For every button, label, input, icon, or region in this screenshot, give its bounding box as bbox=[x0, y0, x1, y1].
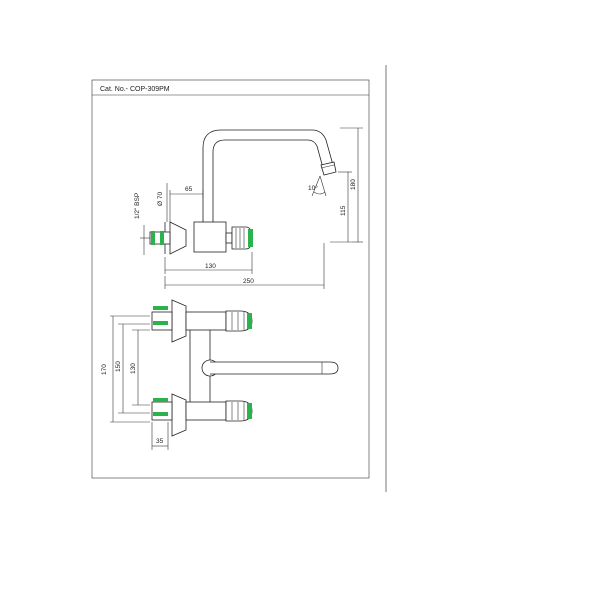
inlet-marker-green bbox=[151, 231, 155, 245]
dim-overall-height: 180 bbox=[350, 179, 357, 190]
handle-marker-green bbox=[248, 229, 253, 247]
aerator bbox=[320, 161, 337, 176]
front-valve-top bbox=[185, 311, 227, 331]
handle-stem bbox=[225, 232, 233, 244]
front-valve-bottom bbox=[185, 401, 227, 421]
dim-spout-angle: 10° bbox=[308, 184, 318, 192]
dim-thread: 1/2" BSP bbox=[134, 193, 141, 219]
handle-marker-green bbox=[247, 403, 252, 419]
connector-marker-green bbox=[153, 321, 168, 325]
front-spout bbox=[210, 361, 339, 375]
spout-outer bbox=[202, 129, 334, 222]
dim-body-offset: 65 bbox=[185, 186, 193, 193]
front-flange-top bbox=[171, 299, 187, 343]
connector-marker-green bbox=[153, 306, 168, 310]
dim-connector-width: 35 bbox=[156, 438, 164, 445]
connector-marker-green bbox=[153, 412, 168, 416]
tap-body bbox=[193, 221, 227, 253]
dim-center-inner: 130 bbox=[130, 363, 137, 374]
front-view: 170 150 130 35 bbox=[101, 299, 339, 450]
connector-marker-green bbox=[153, 398, 168, 402]
side-view: 65 Ø 70 1/2" BSP 130 250 10° 115 180 bbox=[134, 127, 363, 289]
catalog-number: Cat. No.- COP-309PM bbox=[100, 86, 170, 93]
front-flange-bottom bbox=[171, 393, 187, 437]
dim-center-mid: 150 bbox=[115, 361, 122, 372]
dim-center-outer: 170 bbox=[101, 364, 108, 375]
front-connector-bottom bbox=[151, 401, 173, 421]
dim-outlet-height: 115 bbox=[340, 205, 347, 216]
dim-diameter: Ø 70 bbox=[157, 192, 164, 206]
inlet-marker-green bbox=[160, 231, 164, 245]
wall-flange bbox=[169, 221, 187, 255]
spout-inner bbox=[212, 139, 324, 222]
handle-marker-green bbox=[247, 313, 252, 329]
dim-mount-handle: 130 bbox=[205, 263, 216, 270]
dim-spout-reach: 250 bbox=[243, 278, 254, 285]
drawing-frame bbox=[91, 79, 370, 479]
